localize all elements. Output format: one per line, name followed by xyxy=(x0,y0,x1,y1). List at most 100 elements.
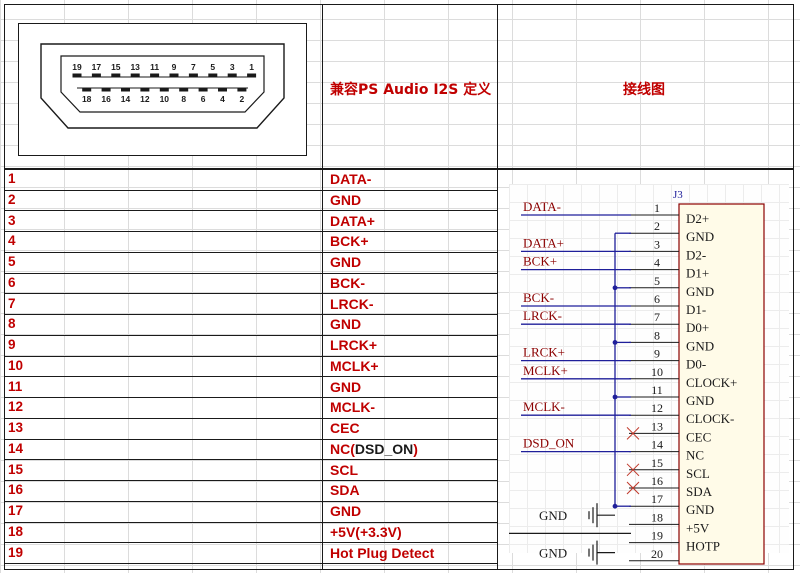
signal-text: GND xyxy=(330,316,362,333)
signal-name: SDA xyxy=(330,482,360,498)
pin-number: 16 xyxy=(8,482,24,498)
row-divider xyxy=(4,397,498,399)
table-row: 12 MCLK- xyxy=(4,398,498,419)
connector-pin-label: 3 xyxy=(230,62,235,72)
signal-name: NC(DSD_ON) xyxy=(330,441,418,457)
pin-number: 17 xyxy=(8,503,24,518)
schematic-pin-name: D2- xyxy=(686,247,706,262)
signal-name: MCLK- xyxy=(330,399,375,415)
row-divider xyxy=(4,417,498,419)
pin-number: 19 xyxy=(8,544,24,560)
schematic-pin-name: CLOCK+ xyxy=(686,375,737,390)
no-connect-mark xyxy=(626,427,640,440)
ground-label: GND xyxy=(539,508,567,523)
connector-pin-label: 12 xyxy=(140,94,150,104)
signal-text: GND xyxy=(330,378,362,395)
schematic-pin-name: SDA xyxy=(686,484,713,499)
table-row: 16 SDA xyxy=(4,481,498,502)
signal-name: CEC xyxy=(330,420,360,436)
signal-text-tail: ) xyxy=(413,440,418,457)
schematic-pin-name: GND xyxy=(686,229,714,244)
signal-text: MCLK+ xyxy=(330,357,379,374)
net-label: LRCK+ xyxy=(523,345,565,360)
signal-text: GND xyxy=(330,254,362,270)
row-divider xyxy=(4,272,498,274)
signal-name: SCL xyxy=(330,462,358,478)
pin-number: 7 xyxy=(8,295,16,311)
signal-name: LRCK- xyxy=(330,296,374,312)
signal-text: DATA+ xyxy=(330,212,375,229)
pin-number: 5 xyxy=(8,254,16,269)
pin-number: 15 xyxy=(8,461,24,477)
net-label: MCLK+ xyxy=(523,363,568,378)
schematic-pin-name: +5V xyxy=(686,520,710,535)
pin-number: 12 xyxy=(8,399,24,415)
connector-pin-label: 9 xyxy=(172,62,177,72)
net-label: BCK- xyxy=(523,290,554,305)
pin-number: 2 xyxy=(8,191,16,207)
wiring-diagram-header: 接线图 xyxy=(623,82,665,98)
pin-number: 18 xyxy=(8,523,24,539)
schematic-pin-name: CEC xyxy=(686,429,711,444)
schematic-pin-name: D0+ xyxy=(686,320,709,335)
schematic-svg: J31234567891011121314151617181920D2+GNDD… xyxy=(509,189,765,565)
schematic-pin-name: GND xyxy=(686,338,714,353)
connector-pin-label: 18 xyxy=(82,94,92,104)
schematic-pin-name: D2+ xyxy=(686,211,709,226)
row-divider xyxy=(4,189,498,191)
schematic-pin-name: NC xyxy=(686,448,704,463)
signal-name: GND xyxy=(330,379,361,395)
table-row: 2 GND xyxy=(4,191,498,212)
col-divider-1 xyxy=(322,4,323,570)
row-divider xyxy=(4,500,498,502)
signal-text: LRCK- xyxy=(330,295,374,312)
connector-pin-label: 4 xyxy=(220,94,225,104)
signal-text: NC( xyxy=(330,440,355,457)
signal-text: +5V(+3.3V) xyxy=(330,523,402,540)
row-divider xyxy=(4,480,498,482)
signal-name: Hot Plug Detect xyxy=(330,545,434,561)
schematic-pin-name: SCL xyxy=(686,466,710,481)
signal-text: Hot Plug Detect xyxy=(330,544,435,561)
col-divider-2 xyxy=(497,4,498,570)
row-divider xyxy=(4,231,498,233)
schematic-pin-number: 15 xyxy=(651,456,663,470)
connector-pin-label: 19 xyxy=(72,62,82,72)
row-divider xyxy=(4,521,498,523)
connector-pin-label: 2 xyxy=(240,94,245,104)
signal-name: GND xyxy=(330,192,361,208)
schematic-pin-number: 18 xyxy=(651,510,663,524)
table-row: 5 GND xyxy=(4,253,498,274)
schematic-pin-number: 19 xyxy=(651,529,663,543)
schematic-pin-name: GND xyxy=(686,502,714,517)
net-label: DSD_ON xyxy=(523,436,575,451)
schematic-pin-number: 11 xyxy=(651,383,663,397)
table-row: 3 DATA+ xyxy=(4,212,498,233)
connector-pin-label: 8 xyxy=(181,94,186,104)
signal-name: MCLK+ xyxy=(330,358,379,374)
connector-pin-label: 15 xyxy=(111,62,121,72)
signal-name: BCK+ xyxy=(330,233,369,249)
schematic-pin-name: D1+ xyxy=(686,266,709,281)
schematic-pin-number: 9 xyxy=(654,347,660,361)
signal-name: DATA- xyxy=(330,171,371,187)
connector-pin-label: 5 xyxy=(210,62,215,72)
schematic-pin-number: 7 xyxy=(654,310,660,324)
schematic-pin-number: 14 xyxy=(651,438,663,452)
schematic-pin-number: 13 xyxy=(651,419,663,433)
row-divider xyxy=(4,438,498,440)
schematic-pin-number: 1 xyxy=(654,201,660,215)
row-divider xyxy=(4,355,498,357)
row-divider xyxy=(4,314,498,316)
junction-dot xyxy=(612,394,618,400)
schematic-pin-number: 5 xyxy=(654,274,660,288)
pin-number: 3 xyxy=(8,212,16,228)
schematic-pin-number: 3 xyxy=(654,237,660,251)
signal-text: SDA xyxy=(330,482,360,499)
